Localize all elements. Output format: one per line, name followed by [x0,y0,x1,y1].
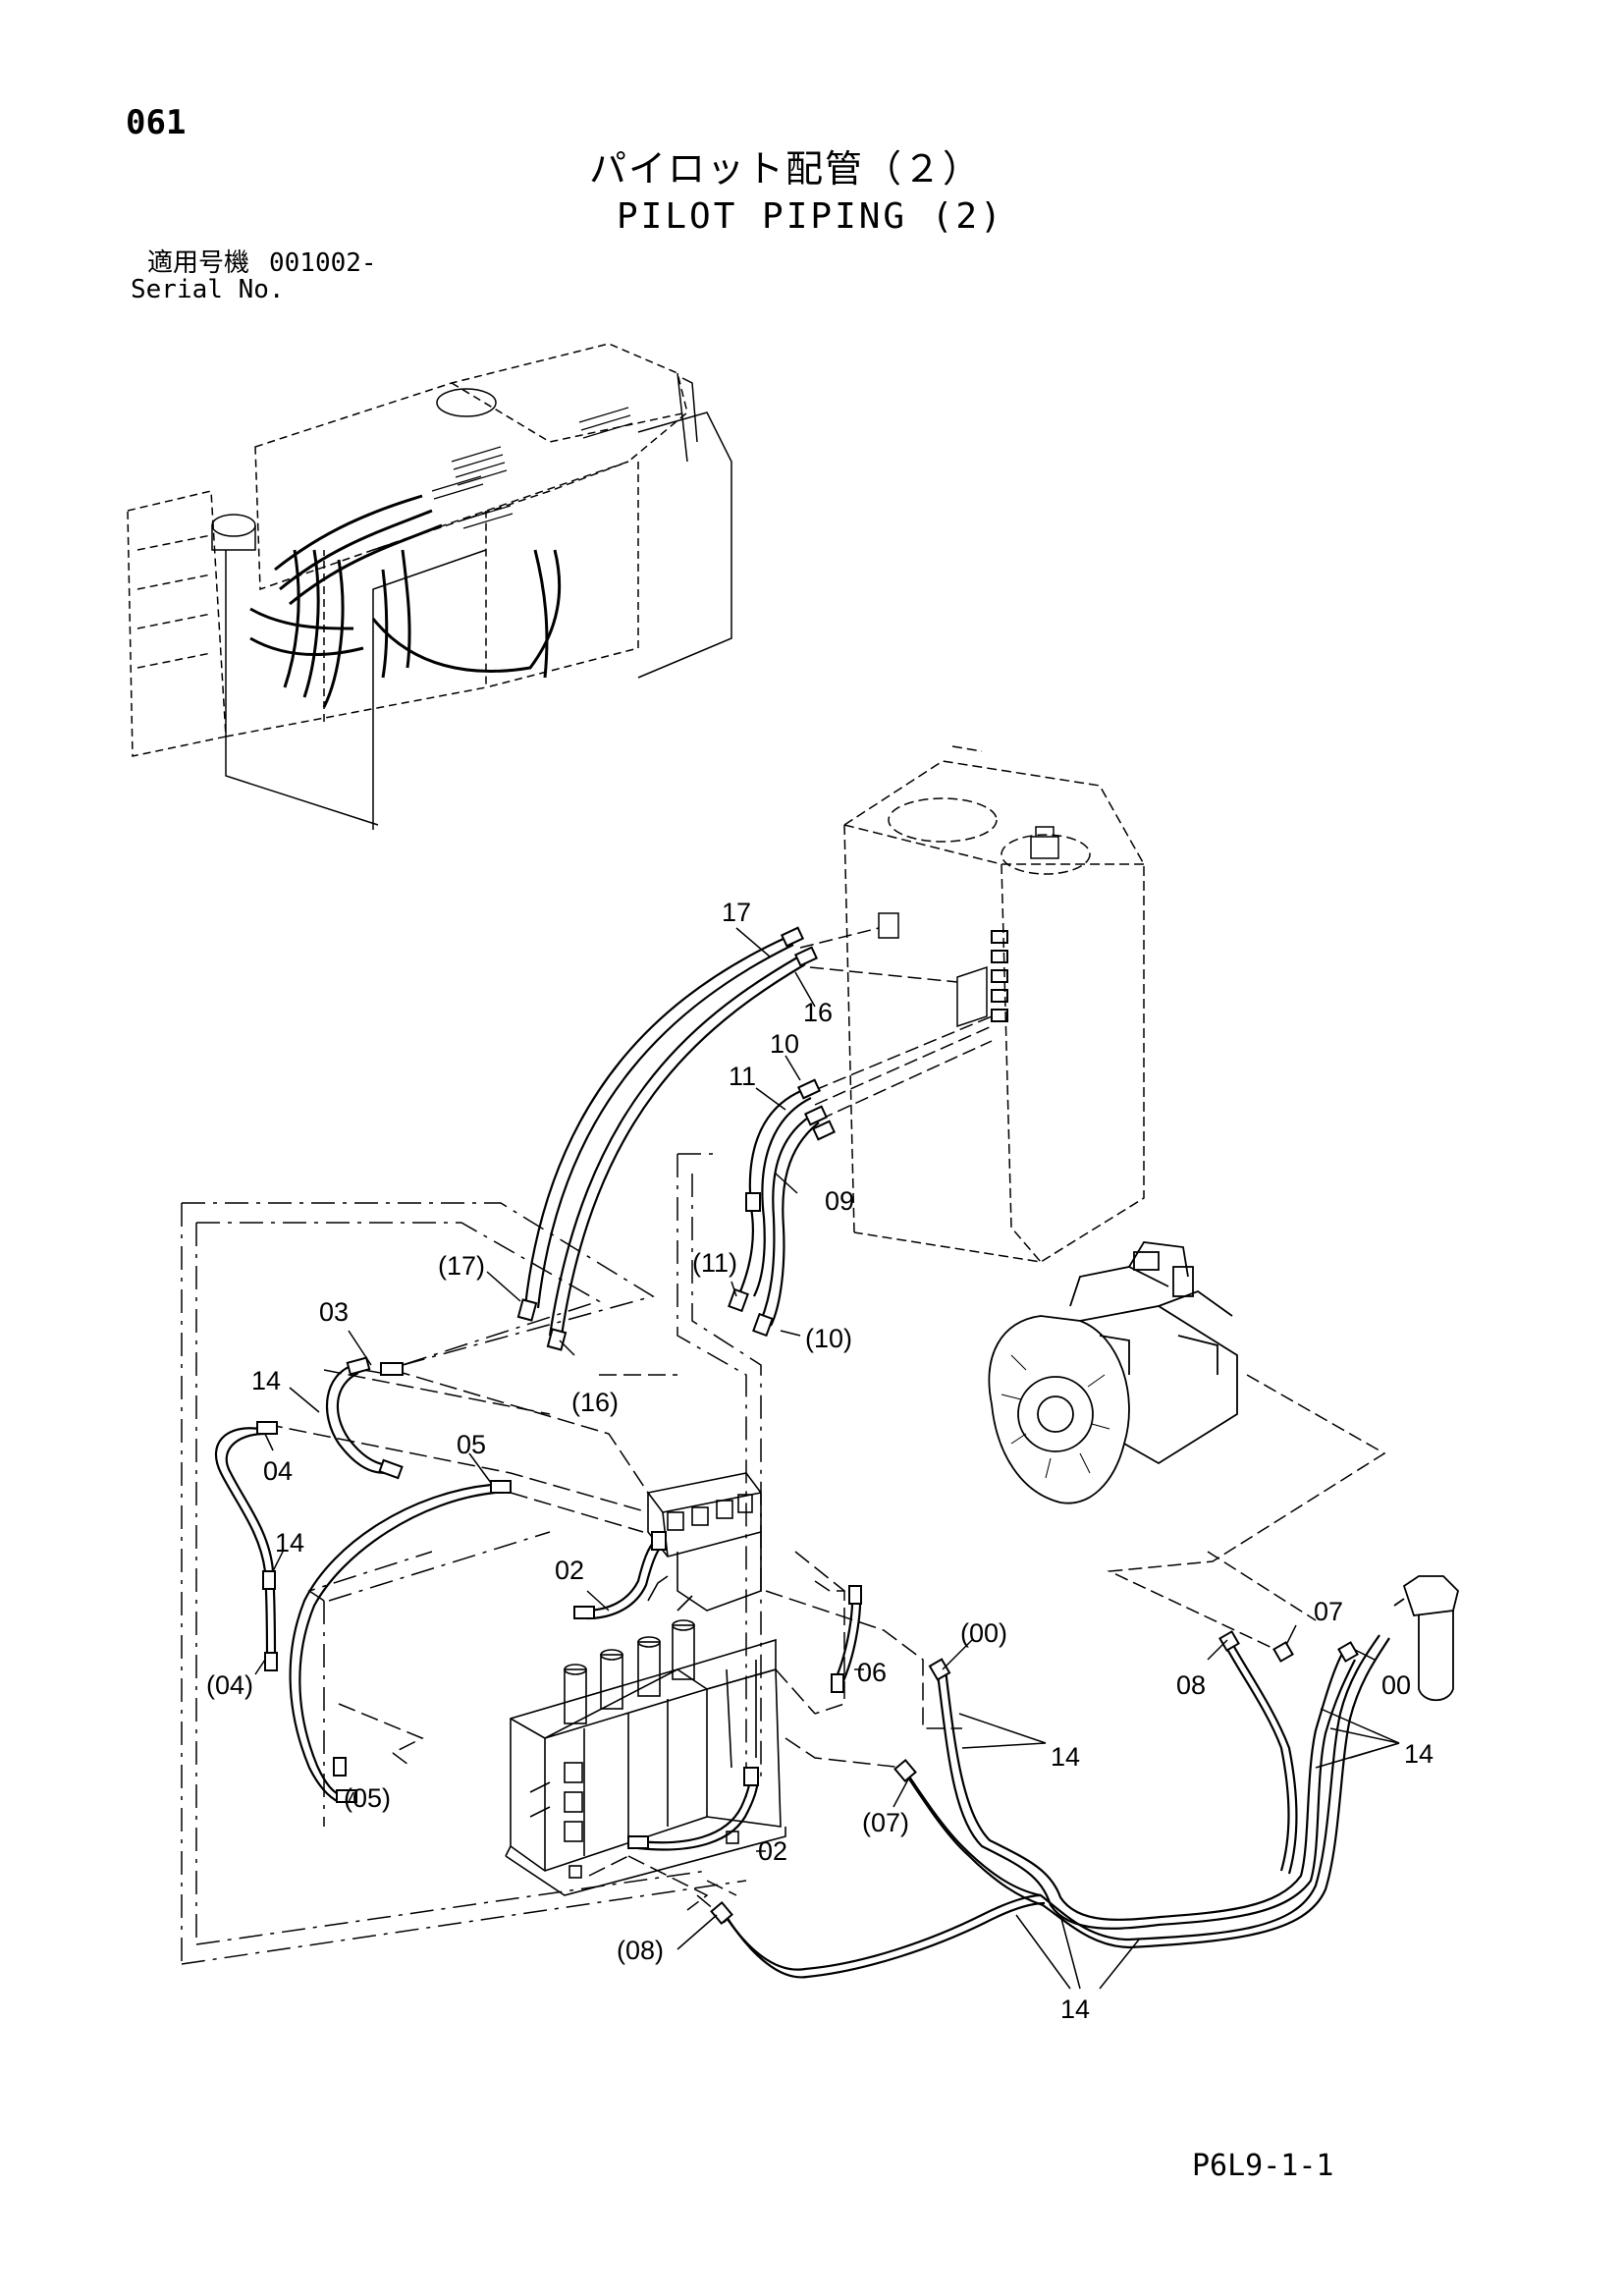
callout-14-upper-left: 14 [251,1366,281,1395]
callout-07: 07 [1314,1597,1343,1626]
control-valve-block [505,1472,786,1896]
callout-14-left: 14 [275,1528,304,1558]
pilot-filter [1393,1575,1459,1702]
callout-17-ref: (17) [438,1251,485,1281]
callout-05: 05 [457,1430,486,1459]
document-code: P6L9-1-1 [1192,2149,1334,2183]
callout-14-center: 14 [1051,1742,1080,1772]
pump-assembly [988,1241,1238,1504]
callout-17: 17 [722,898,751,927]
callout-10: 10 [770,1029,799,1059]
callout-14-right: 14 [1404,1739,1434,1769]
serial-number-value: 001002- [269,248,377,278]
callout-02-upper: 02 [555,1556,584,1585]
callout-labels: 17 16 10 11 09 (17) (16) (11) (10) 03 14… [206,898,1434,2024]
hydraulic-oil-tank [843,745,1145,1263]
serial-label-english: Serial No. [131,275,285,304]
title-japanese: パイロット配管（２） [589,147,983,191]
callout-14-bottom: 14 [1060,1995,1090,2024]
title-english: PILOT PIPING (2) [617,196,1004,237]
callout-03: 03 [319,1297,349,1327]
callout-11: 11 [729,1062,756,1091]
callout-16: 16 [803,998,833,1027]
callout-09: 09 [825,1186,854,1216]
hose-fittings [256,926,1359,1926]
callout-00-ref: (00) [960,1618,1007,1648]
callout-10-ref: (10) [805,1324,852,1353]
callout-06: 06 [857,1658,887,1687]
pilot-hoses [214,937,1390,1979]
callout-16-ref: (16) [571,1388,619,1417]
callout-08: 08 [1176,1670,1206,1700]
callout-07-ref: (07) [862,1808,909,1837]
callout-00: 00 [1381,1670,1411,1700]
callout-leaders [254,927,1400,1990]
callout-04-ref: (04) [206,1670,253,1700]
frame-outline [181,1153,762,1965]
page-number: 061 [126,103,187,142]
callout-11-ref: (11) [692,1248,737,1278]
callout-08-ref: (08) [617,1936,664,1965]
machine-overview-illustration [127,343,732,830]
callout-02-lower: 02 [758,1836,787,1866]
callout-05-ref: (05) [344,1783,391,1813]
callout-04: 04 [263,1456,293,1486]
serial-label-japanese: 適用号機 [147,248,250,278]
